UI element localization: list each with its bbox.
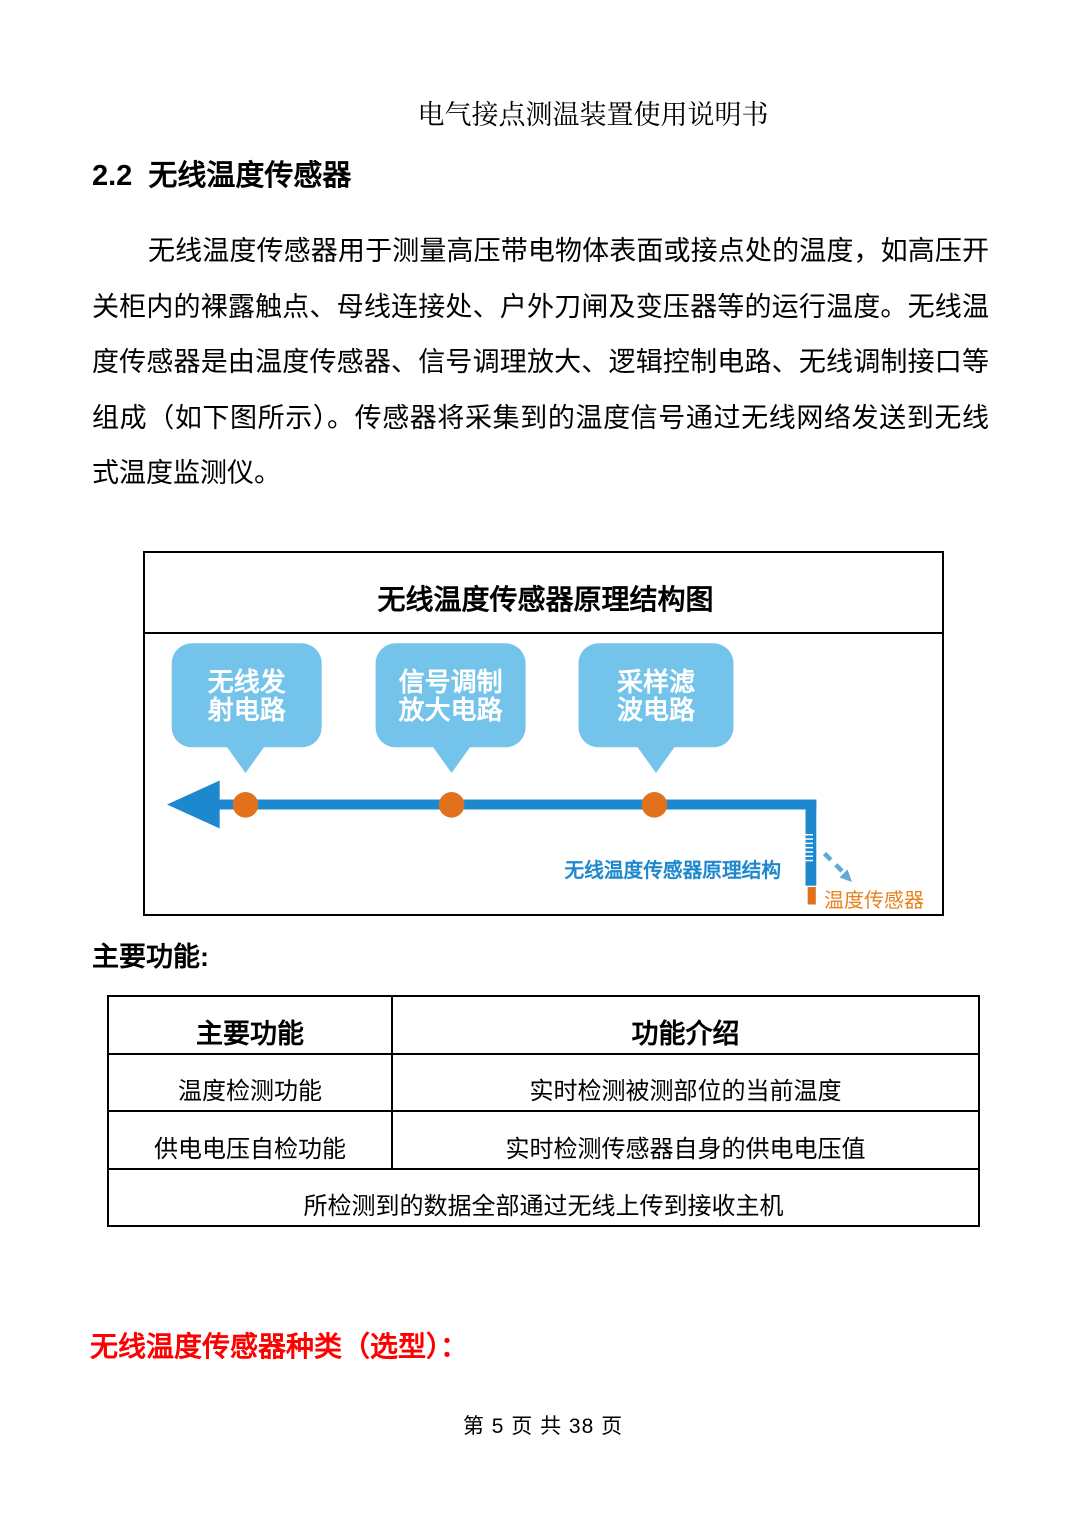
svg-text:无线温度传感器原理结构: 无线温度传感器原理结构	[565, 859, 782, 882]
svg-text:信号调制: 信号调制	[399, 667, 503, 697]
svg-text:温度传感器: 温度传感器	[824, 889, 924, 912]
svg-text:射电路: 射电路	[207, 695, 287, 725]
svg-text:放大电路: 放大电路	[398, 695, 504, 725]
svg-text:波电路: 波电路	[617, 695, 696, 725]
svg-text:采样滤: 采样滤	[617, 667, 695, 697]
svg-text:无线发: 无线发	[208, 667, 286, 697]
